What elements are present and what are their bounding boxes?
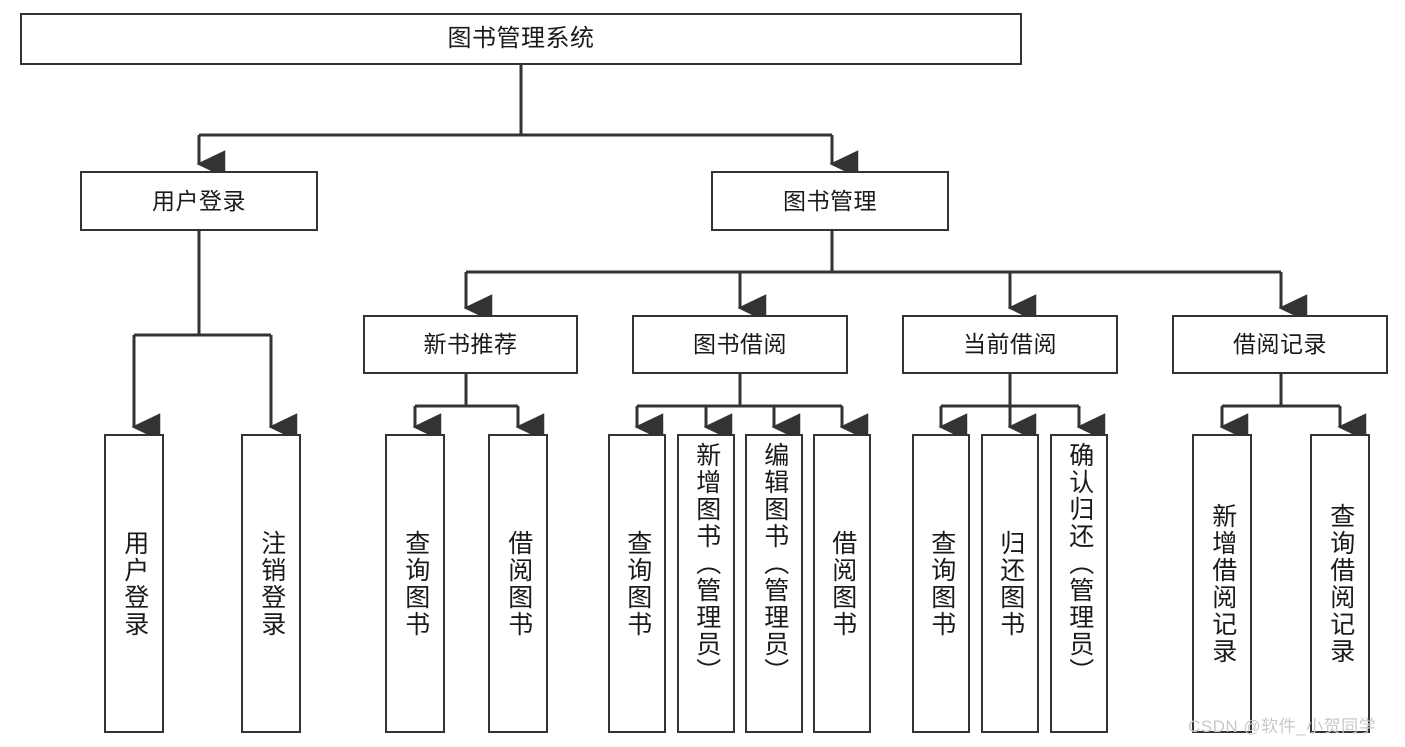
node-label: 图书管理 [783,187,877,214]
node-label: 确认归还（管理员） [1065,442,1094,685]
leaf-add-book-admin[interactable]: 新增图书（管理员） [677,434,735,733]
leaf-user-login[interactable]: 用户登录 [104,434,164,733]
node-book-management[interactable]: 图书管理 [711,171,949,231]
node-label: 图书借阅 [693,331,787,358]
node-label: 注销登录 [257,529,286,638]
node-book-borrow[interactable]: 图书借阅 [632,315,848,374]
node-label: 新增借阅记录 [1208,502,1237,665]
node-label: 用户登录 [120,529,149,638]
node-label: 图书管理系统 [447,25,595,53]
node-label: 归还图书 [996,529,1025,638]
leaf-logout[interactable]: 注销登录 [241,434,301,733]
node-label: 当前借阅 [963,331,1057,358]
node-label: 查询借阅记录 [1326,502,1355,665]
leaf-edit-book-admin[interactable]: 编辑图书（管理员） [745,434,803,733]
leaf-borrow-book-recommend[interactable]: 借阅图书 [488,434,548,733]
node-label: 编辑图书（管理员） [760,442,789,685]
node-label: 查询图书 [401,529,430,638]
node-label: 借阅记录 [1233,331,1327,358]
node-label: 新书推荐 [423,331,518,358]
leaf-query-book-current[interactable]: 查询图书 [912,434,970,733]
node-label: 借阅图书 [828,529,857,638]
node-current-borrow[interactable]: 当前借阅 [902,315,1118,374]
node-label: 借阅图书 [504,529,533,638]
node-borrow-record[interactable]: 借阅记录 [1172,315,1388,374]
leaf-return-book[interactable]: 归还图书 [981,434,1039,733]
leaf-query-borrow-record[interactable]: 查询借阅记录 [1310,434,1370,733]
leaf-query-book-recommend[interactable]: 查询图书 [385,434,445,733]
node-new-book-recommend[interactable]: 新书推荐 [363,315,578,374]
leaf-add-borrow-record[interactable]: 新增借阅记录 [1192,434,1252,733]
leaf-confirm-return-admin[interactable]: 确认归还（管理员） [1050,434,1108,733]
node-user-login[interactable]: 用户登录 [80,171,318,231]
leaf-query-book-borrow[interactable]: 查询图书 [608,434,666,733]
node-label: 用户登录 [152,187,246,214]
node-root-book-management-system[interactable]: 图书管理系统 [20,13,1022,65]
node-label: 新增图书（管理员） [692,442,721,685]
csdn-watermark: CSDN @软件_小贺同学 [1188,717,1377,736]
leaf-borrow-book[interactable]: 借阅图书 [813,434,871,733]
node-label: 查询图书 [927,529,956,638]
node-label: 查询图书 [623,529,652,638]
